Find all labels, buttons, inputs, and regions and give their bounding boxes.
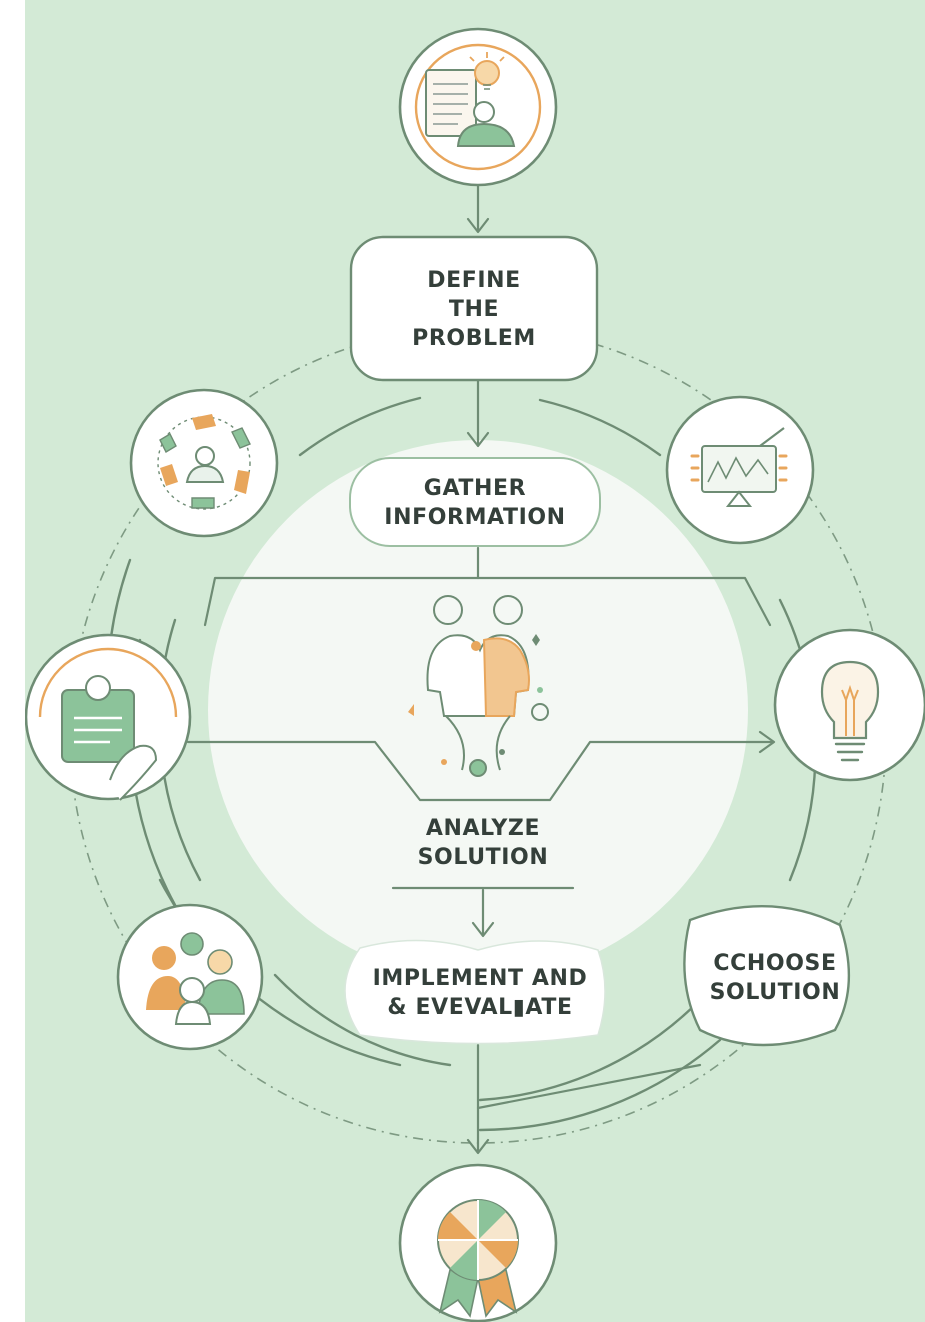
bracket-top: [203, 576, 772, 627]
team-people-icon: [116, 903, 264, 1051]
award-rosette-icon: [398, 1163, 558, 1322]
implement-evaluate-label: IMPLEMENT AND & EVEVAL▮ATE: [372, 966, 588, 1020]
gather-information-box: [349, 457, 601, 547]
clipboard-hand-icon: [25, 633, 192, 801]
process-diagram: [25, 27, 925, 1322]
flow-lines: [186, 180, 776, 1155]
implement-evaluate-box: [344, 939, 606, 1045]
arrowhead-right: [758, 730, 776, 754]
connector-branch: [476, 1063, 702, 1110]
arrowhead-gather: [466, 431, 490, 448]
define-problem-box: [349, 235, 599, 382]
collaborating-people-icon: [408, 595, 549, 777]
arrowhead-implement: [471, 921, 495, 938]
funnel-path: [186, 740, 774, 802]
analyze-solution-label: ANALYZE SOLUTION: [417, 816, 549, 870]
arc-left-bottom-2: [273, 973, 452, 1067]
presentation-board-icon: [665, 395, 815, 545]
choose-solution-box: [683, 904, 851, 1047]
arc-right-bottom-2: [478, 1038, 722, 1132]
arrowhead-define: [466, 217, 490, 234]
lightbulb-icon: [773, 628, 925, 782]
arc-right-bottom-1: [478, 998, 702, 1102]
arc-top-left: [298, 396, 422, 457]
gather-information-label: GATHER INFORMATION: [384, 476, 566, 530]
people-circle-icon: [129, 388, 279, 538]
define-problem-label: DEFINE THE PROBLEM: [412, 267, 536, 351]
diagram-canvas: DEFINE THE PROBLEM GATHER INFORMATION AN…: [25, 0, 925, 1322]
arc-top-right: [538, 398, 662, 457]
document-lightbulb-person-icon: [398, 27, 558, 187]
choose-solution-label: CCHOOSE SOLUTION: [709, 951, 841, 1005]
arrowhead-award: [466, 1138, 490, 1155]
